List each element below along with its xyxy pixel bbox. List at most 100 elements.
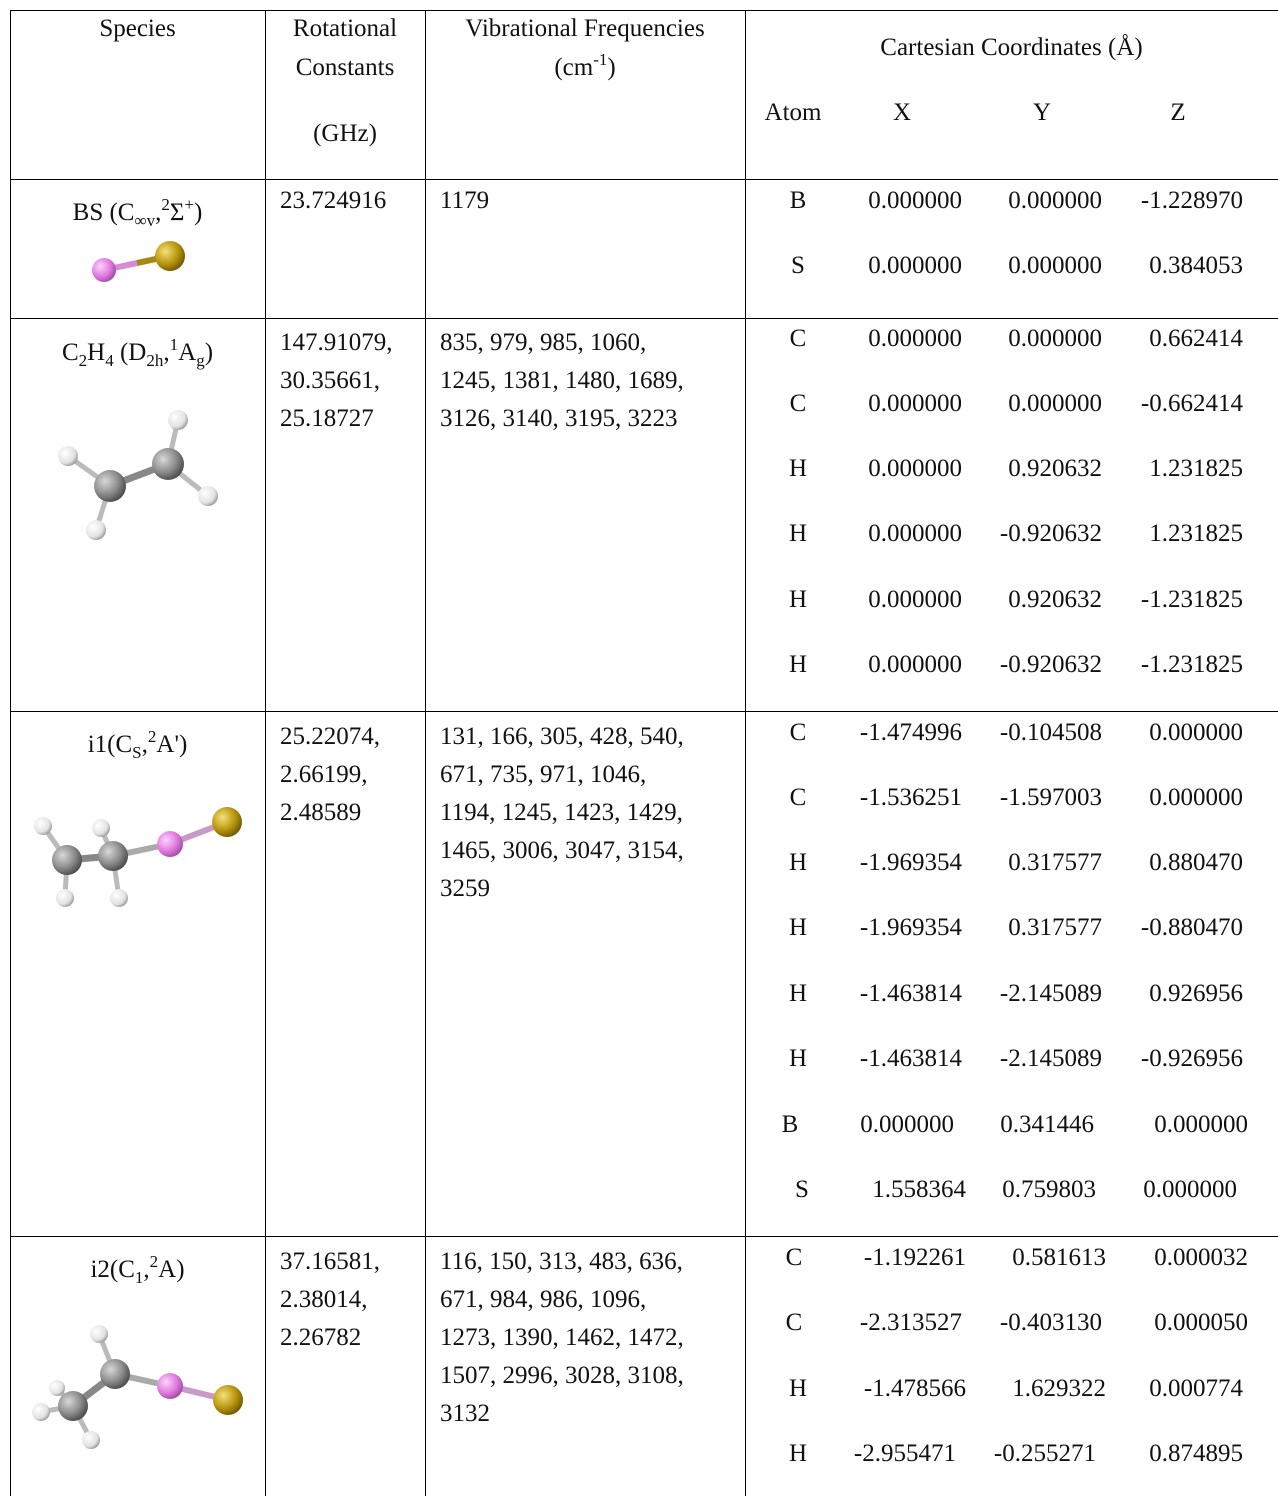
x-cell: -2.955471 [853,1440,956,1467]
rot-i2: 37.16581, 2.38014, 2.26782 [280,1248,380,1351]
header-rot-line2: Constants [295,54,395,81]
atom-cell: H [788,1375,808,1402]
atom-cell: C [785,1309,803,1336]
x-cell: -1.969354 [859,914,962,941]
x-cell: -1.463814 [859,1045,962,1072]
vib-i2: 116, 150, 313, 483, 636, 671, 984, 986, … [440,1248,684,1427]
y-cell: 0.341446 [1000,1111,1094,1138]
col-rule-1 [265,10,266,1496]
y-cell: 0.000000 [1008,187,1102,214]
label-part: i1(C [87,731,133,758]
vib-unit-post: ) [607,54,616,81]
species-label-i1: i1(CS,2A') [10,728,265,762]
label-part: , [143,1256,150,1283]
y-cell: 0.581613 [1012,1244,1106,1271]
x-cell: 0.000000 [868,455,962,482]
atom-cell: H [788,651,808,678]
label-part: BS (C [72,199,135,226]
label-sub: 2 [78,351,88,370]
y-cell: 1.629322 [1012,1375,1106,1402]
header-x: X [892,99,912,126]
header-species: Species [99,15,176,42]
y-cell: 0.920632 [1008,586,1102,613]
atom-cell: H [788,455,808,482]
vib-bs: 1179 [440,187,490,214]
z-cell: 0.384053 [1149,252,1243,279]
header-rot-unit: (GHz) [313,120,377,147]
z-cell: -0.926956 [1140,1045,1243,1072]
header-atom: Atom [764,99,822,126]
label-part: ) [204,339,214,366]
z-cell: 0.926956 [1149,980,1243,1007]
table-top-rule [10,10,1278,11]
row-rule-1 [10,318,1278,319]
atom-cell: B [789,187,807,214]
y-cell: 0.000000 [1008,252,1102,279]
z-cell: -1.228970 [1140,187,1243,214]
molecule-c2h4-image [58,410,218,540]
y-cell: 0.000000 [1008,325,1102,352]
species-label-i2: i2(C1,2A) [10,1252,265,1287]
label-sup: 2 [149,1252,159,1271]
label-part: ) [194,199,203,226]
x-cell: 0.000000 [868,252,962,279]
y-cell: -0.403130 [999,1309,1102,1336]
header-y: Y [1032,99,1052,126]
vib-i1: 131, 166, 305, 428, 540, 671, 735, 971, … [440,723,684,902]
label-sub: S [132,743,142,762]
y-cell: -0.920632 [999,520,1102,547]
vib-c2h4: 835, 979, 985, 1060, 1245, 1381, 1480, 1… [440,329,684,432]
label-part: , [141,731,148,758]
atom-cell: C [789,325,807,352]
z-cell: 0.880470 [1149,849,1243,876]
z-cell: 0.000000 [1154,1111,1248,1138]
species-label-bs: BS (C∞v,2Σ+) [10,195,265,229]
z-cell: 0.000000 [1149,719,1243,746]
z-cell: 0.662414 [1149,325,1243,352]
x-cell: 0.000000 [868,651,962,678]
atom-cell: C [789,719,807,746]
y-cell: 0.317577 [1008,849,1102,876]
x-cell: -1.192261 [863,1244,966,1271]
atom-cell: C [785,1244,803,1271]
header-z: Z [1170,99,1186,126]
species-label-c2h4: C2H4 (D2h,1Ag) [10,336,265,370]
rot-i1: 25.22074, 2.66199, 2.48589 [280,723,380,826]
label-sub: 2h [146,351,164,370]
label-sub: g [196,351,205,370]
y-cell: -1.597003 [999,784,1102,811]
atom-cell: H [788,520,808,547]
molecule-i2-image [32,1325,243,1449]
z-cell: 0.000032 [1154,1244,1248,1271]
label-sup: 2 [161,195,170,214]
y-cell: 0.317577 [1008,914,1102,941]
x-cell: -1.474996 [859,719,962,746]
y-cell: -0.104508 [999,719,1102,746]
x-cell: 0.000000 [868,187,962,214]
x-cell: -1.478566 [863,1375,966,1402]
z-cell: 0.874895 [1149,1440,1243,1467]
label-part: C [61,339,79,366]
z-cell: -1.231825 [1140,586,1243,613]
atom-cell: H [788,586,808,613]
header-vib-line1: Vibrational Frequencies [465,15,705,42]
y-cell: -2.145089 [999,1045,1102,1072]
header-vib-unit: (cm-1) [425,50,745,83]
vib-unit-pre: (cm [554,54,594,81]
z-cell: -1.231825 [1140,651,1243,678]
label-part: , [155,199,162,226]
x-cell: -1.463814 [859,980,962,1007]
vib-unit-exp: -1 [593,50,608,69]
label-part: , [163,339,170,366]
row-rule-3 [10,1236,1278,1237]
molecule-bs-image [92,241,185,282]
header-cartesian: Cartesian Coordinates (Å) [880,34,1143,61]
x-cell: -2.313527 [859,1309,962,1336]
label-part: Σ [169,199,185,226]
label-part: A) [158,1256,185,1283]
row-rule-2 [10,711,1278,712]
y-cell: -0.920632 [999,651,1102,678]
col-rule-2 [425,10,426,1496]
label-sub: 1 [134,1268,144,1287]
atom-cell: H [788,849,808,876]
